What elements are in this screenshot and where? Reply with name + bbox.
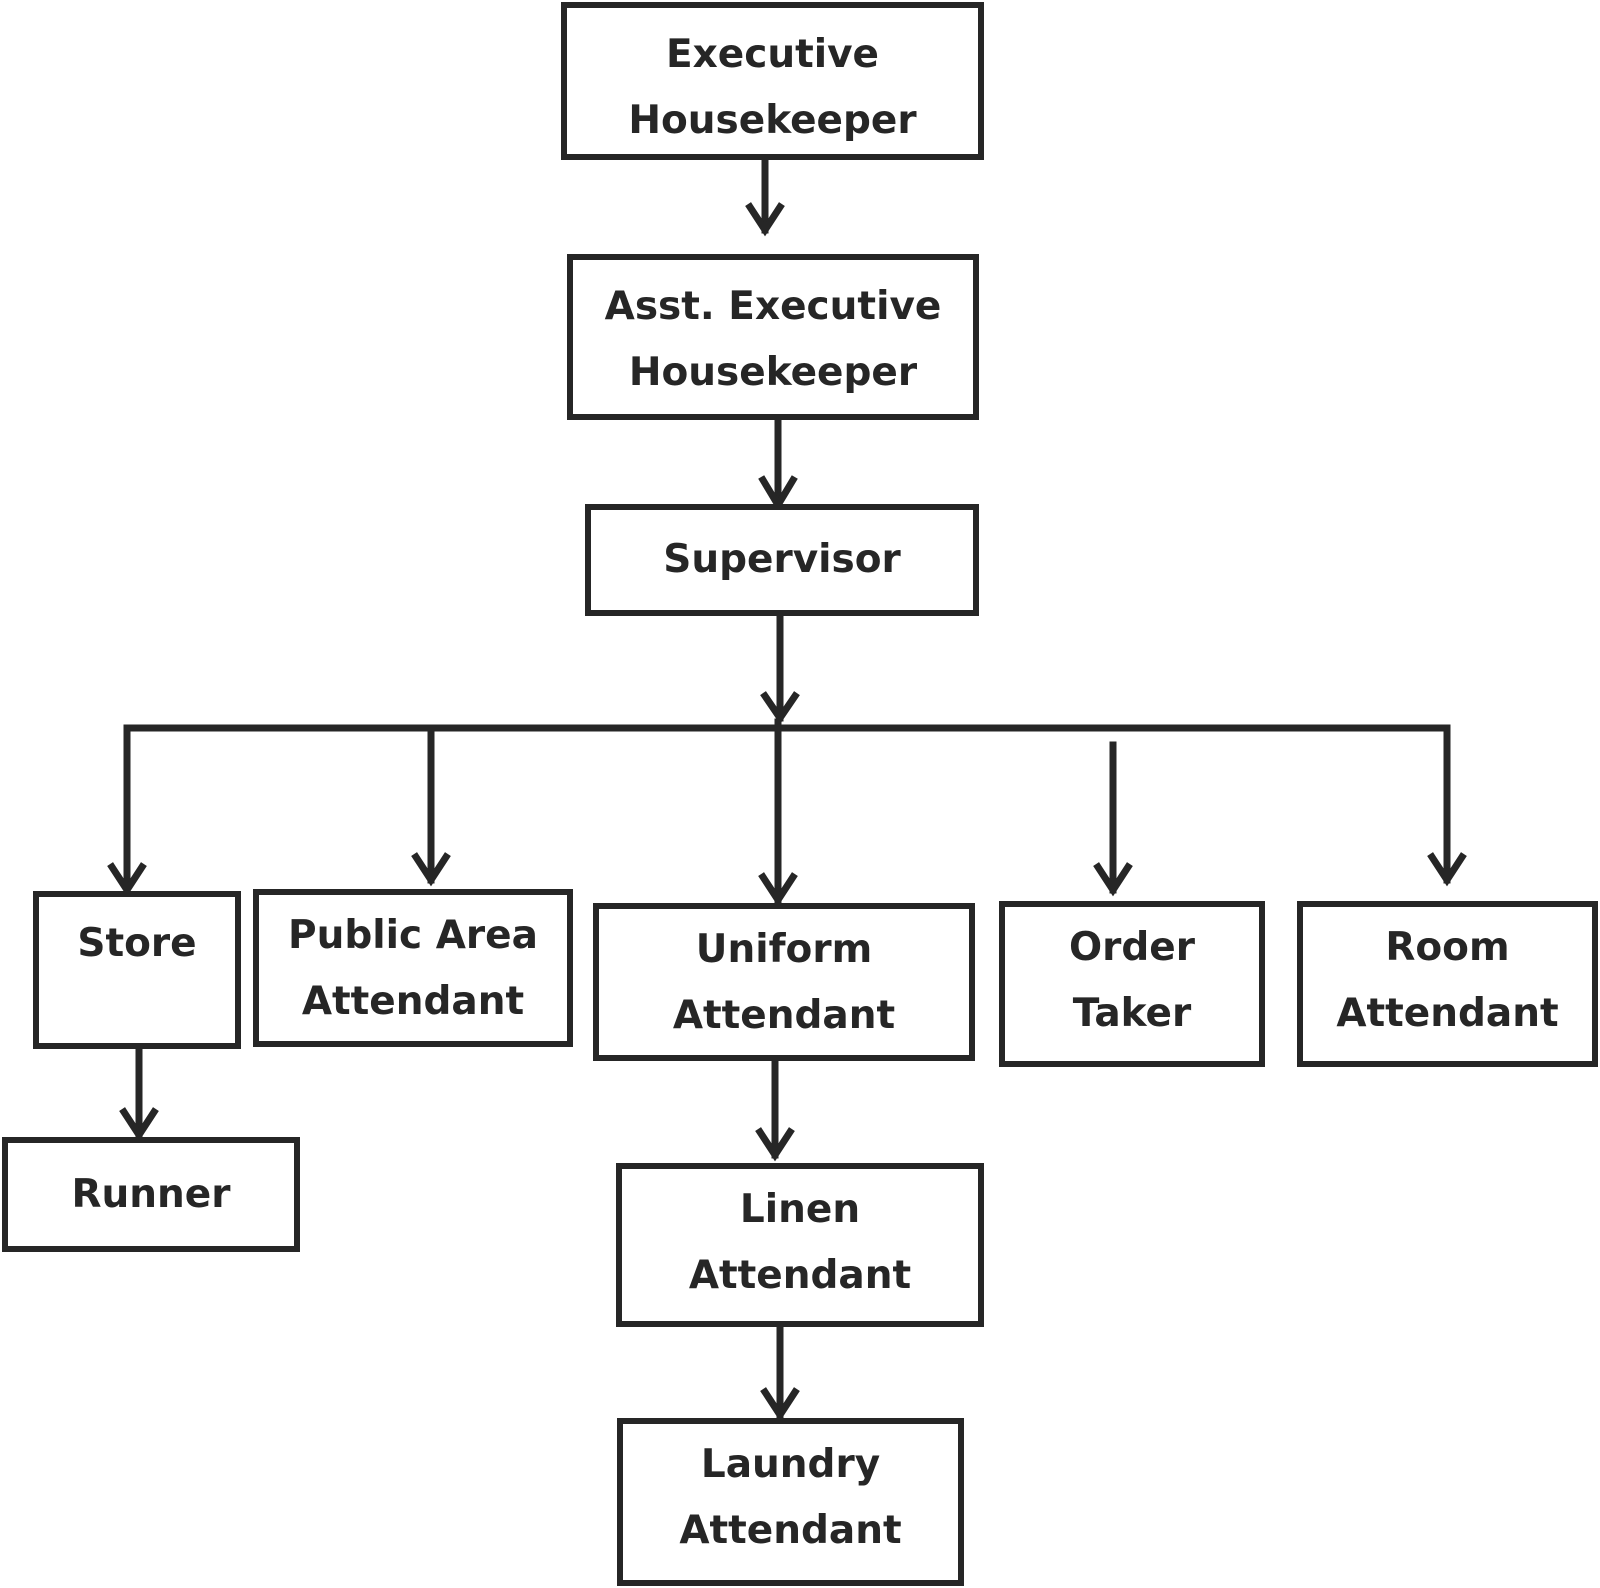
node-order-taker: Order Taker: [999, 901, 1265, 1067]
node-runner: Runner: [2, 1137, 300, 1252]
arrowhead-laundry: [760, 1387, 800, 1422]
node-label: Attendant: [301, 979, 525, 1024]
arrowhead-uniform: [758, 872, 798, 907]
node-supervisor: Supervisor: [585, 504, 979, 616]
arrowhead-trunk: [760, 691, 800, 725]
arrowhead-runner: [119, 1107, 159, 1142]
node-label: Linen: [739, 1187, 861, 1232]
arrowhead-linen: [755, 1127, 795, 1162]
arrowhead-public-area: [411, 852, 451, 887]
node-label: Laundry: [700, 1442, 881, 1487]
node-room-attendant: Room Attendant: [1297, 901, 1598, 1067]
node-label: Order: [1069, 925, 1195, 970]
node-label: Room: [1385, 925, 1510, 970]
node-store: Store: [33, 891, 241, 1049]
node-label: Executive: [665, 32, 879, 77]
arrowhead-asst: [745, 202, 785, 237]
node-label: Asst. Executive: [604, 284, 942, 329]
node-label: Attendant: [688, 1253, 912, 1298]
node-label: Attendant: [672, 993, 896, 1038]
node-label: Attendant: [679, 1508, 902, 1553]
node-label: Supervisor: [663, 537, 901, 582]
node-asst-executive-housekeeper: Asst. Executive Housekeeper: [567, 254, 979, 420]
node-label: Runner: [71, 1171, 231, 1217]
node-uniform-attendant: Uniform Attendant: [593, 903, 975, 1061]
node-public-area-attendant: Public Area Attendant: [253, 889, 573, 1047]
arrowhead-order-taker: [1093, 862, 1133, 897]
node-label: Housekeeper: [628, 98, 917, 143]
node-laundry-attendant: Laundry Attendant: [617, 1418, 964, 1586]
node-label: Housekeeper: [628, 350, 918, 395]
arrowhead-store: [107, 862, 147, 897]
node-label: Uniform: [695, 927, 873, 972]
node-label: Taker: [1072, 991, 1192, 1036]
node-executive-housekeeper: Executive Housekeeper: [561, 2, 984, 160]
node-label: Public Area: [288, 913, 538, 958]
node-label: Store: [77, 921, 197, 966]
arrowhead-room: [1427, 852, 1467, 887]
node-linen-attendant: Linen Attendant: [616, 1163, 984, 1327]
node-label: Attendant: [1336, 991, 1559, 1036]
